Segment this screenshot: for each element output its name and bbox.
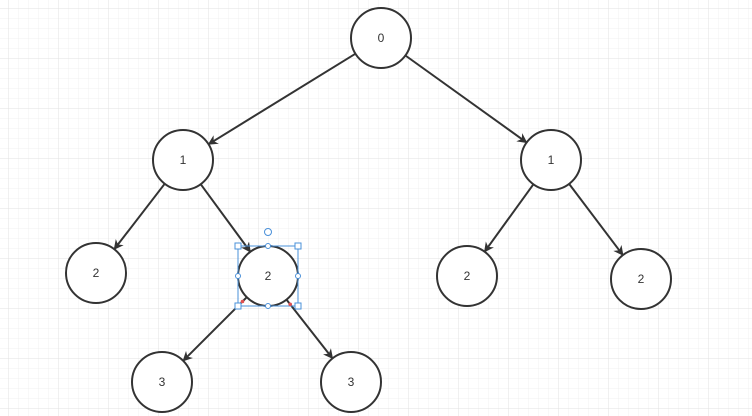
node-circle[interactable] [152, 129, 214, 191]
selection-overlay [234, 228, 302, 310]
tree-node-n1a[interactable]: 1 [152, 129, 214, 191]
node-label: 1 [548, 153, 555, 167]
nodes-layer: 0 1 1 2 2 2 2 3 3 [65, 7, 672, 413]
connection-point[interactable] [240, 299, 245, 304]
edge-n0-n1b[interactable] [404, 54, 528, 144]
edge-n1a-n2a[interactable] [113, 183, 166, 250]
node-label: 2 [93, 266, 100, 280]
resize-handle[interactable] [234, 302, 242, 310]
resize-handle[interactable] [234, 242, 242, 250]
resize-handle[interactable] [265, 303, 271, 309]
edges-layer [113, 52, 624, 362]
rotate-handle[interactable] [264, 228, 272, 236]
node-circle[interactable] [131, 351, 193, 413]
edge-n2b-n3b[interactable] [285, 298, 334, 360]
edge-n1b-n2c[interactable] [484, 183, 535, 253]
node-circle[interactable] [520, 129, 582, 191]
tree-node-n2b[interactable]: 2 [237, 245, 299, 307]
node-label: 0 [378, 31, 385, 45]
node-label: 2 [638, 272, 645, 286]
tree-node-n3b[interactable]: 3 [320, 351, 382, 413]
tree-node-n0[interactable]: 0 [350, 7, 412, 69]
tree-node-n2a[interactable]: 2 [65, 242, 127, 304]
tree-node-n1b[interactable]: 1 [520, 129, 582, 191]
resize-handle[interactable] [295, 273, 301, 279]
node-label: 3 [159, 375, 166, 389]
resize-handle[interactable] [294, 242, 302, 250]
resize-handle[interactable] [294, 302, 302, 310]
edge-n0-n1a[interactable] [207, 52, 357, 145]
resize-handle[interactable] [265, 243, 271, 249]
connection-point[interactable] [288, 302, 293, 307]
node-circle[interactable] [436, 245, 498, 307]
resize-handle[interactable] [235, 273, 241, 279]
node-circle[interactable] [65, 242, 127, 304]
node-label: 3 [348, 375, 355, 389]
node-circle[interactable] [610, 248, 672, 310]
node-label: 2 [265, 269, 272, 283]
edge-n1a-n2b[interactable] [199, 183, 251, 253]
tree-node-n3a[interactable]: 3 [131, 351, 193, 413]
node-circle[interactable] [320, 351, 382, 413]
node-label: 1 [180, 153, 187, 167]
node-circle[interactable] [350, 7, 412, 69]
node-label: 2 [464, 269, 471, 283]
tree-node-n2c[interactable]: 2 [436, 245, 498, 307]
tree-node-n2d[interactable]: 2 [610, 248, 672, 310]
edge-n1b-n2d[interactable] [568, 183, 624, 256]
